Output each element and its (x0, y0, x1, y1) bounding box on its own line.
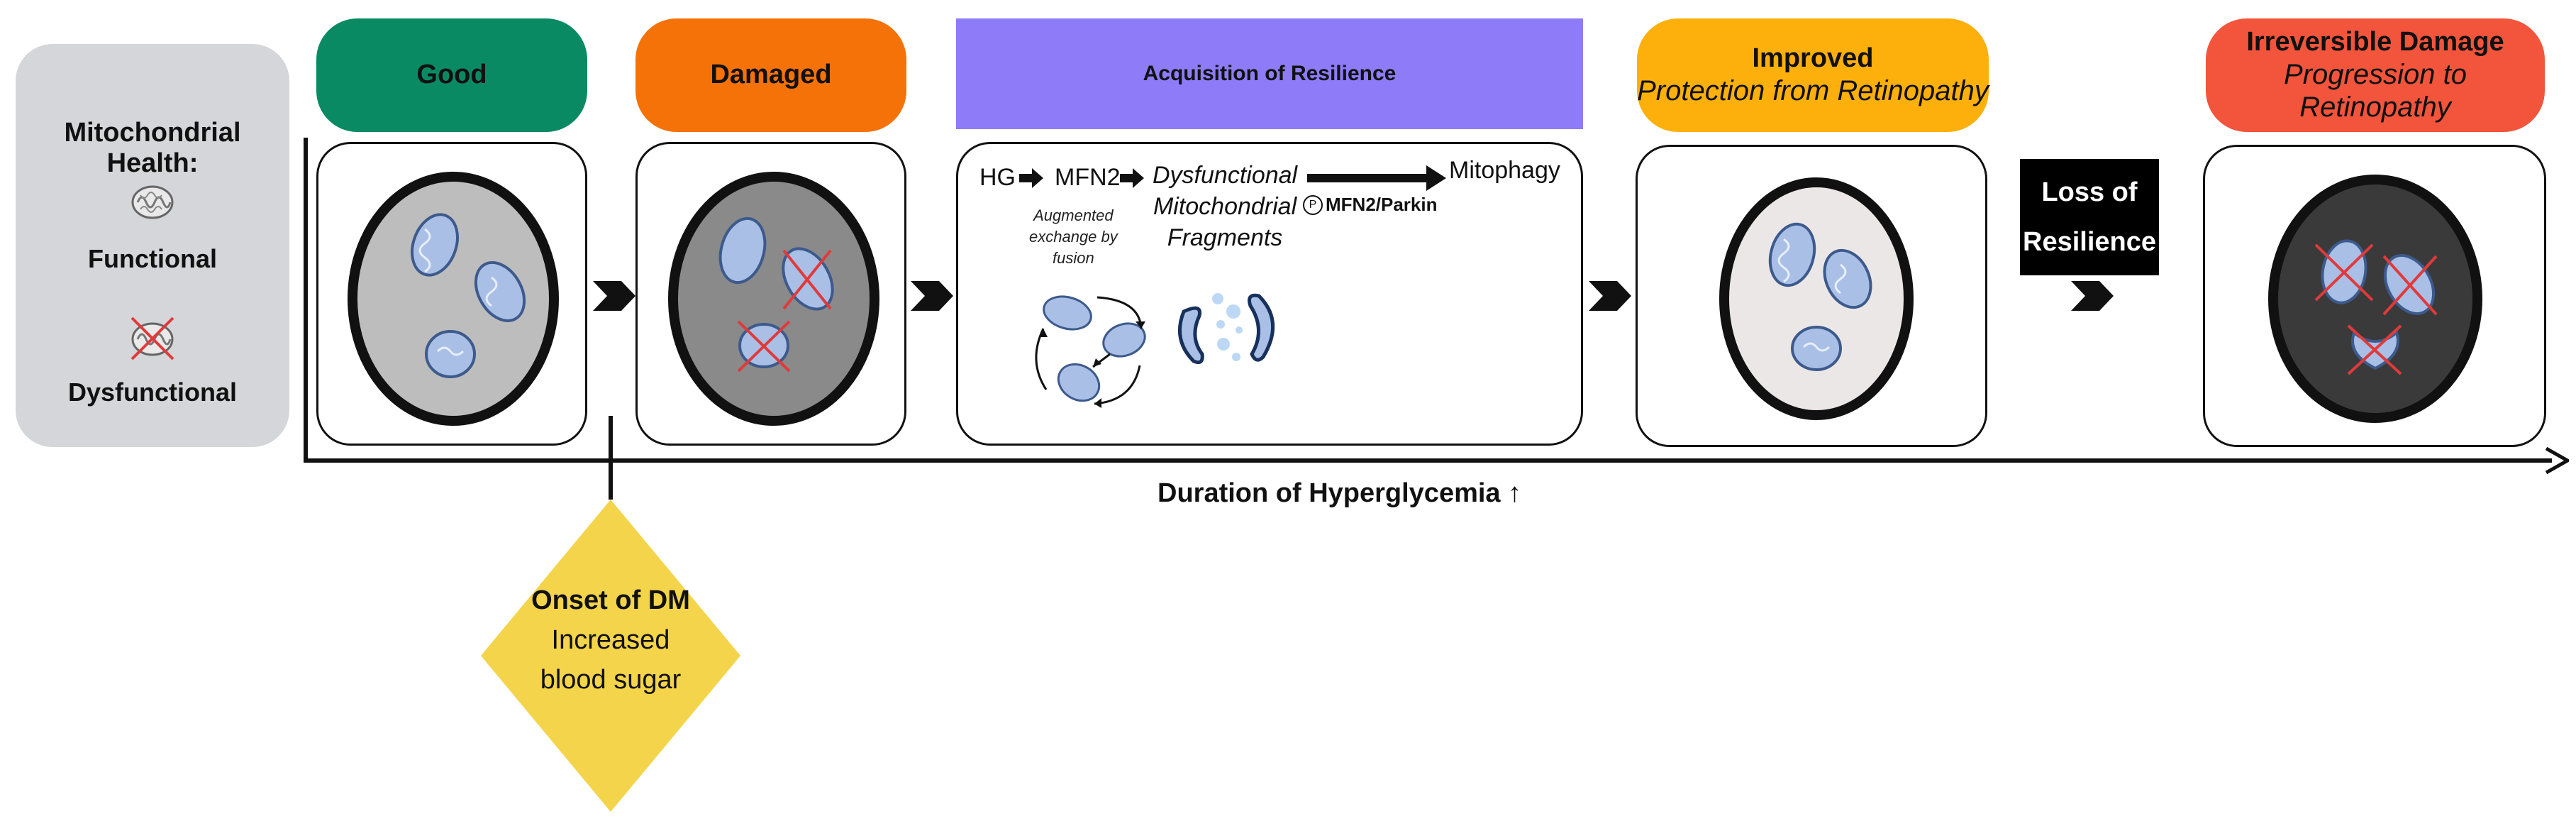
healthy-cell-illustration (348, 172, 559, 426)
pathway-label-group: P MFN2/Parkin (1303, 194, 1438, 216)
fusion-cycle-illustration (1026, 283, 1161, 411)
legend-functional-label: Functional (88, 244, 217, 273)
cell-card-damaged (635, 142, 906, 446)
stage-damaged-label: Damaged (710, 60, 832, 90)
stage-resilience-label: Acquisition of Resilience (1143, 61, 1397, 85)
legend-title: Mitochondrial Health: (64, 118, 241, 178)
axis-label: Duration of Hyperglycemia ↑ (1157, 478, 1522, 508)
onset-text-group: Onset of DM Increased blood sugar (481, 580, 740, 700)
dysfunctional-fragments-label: Dysfunctional Mitochondrial Fragments (1153, 160, 1297, 253)
augmented-exchange-note: Augmented exchange by fusion (1029, 205, 1118, 269)
stage-improved-pill: Improved Protection from Retinopathy (1637, 18, 1989, 132)
arrow-right-icon (1120, 168, 1144, 188)
legend-panel: Mitochondrial Health: Functional Dysfunc… (16, 44, 289, 447)
stage-good-label: Good (416, 60, 487, 90)
functional-mitochondrion-icon (131, 183, 174, 221)
chevron-right-icon (593, 281, 635, 311)
cell-card-good (316, 142, 587, 446)
stage-irreversible-pill: Irreversible Damage Progression to Retin… (2206, 18, 2545, 132)
pathway-label: MFN2/Parkin (1326, 194, 1438, 215)
loss-line-1: Loss of (2041, 177, 2138, 207)
stage-irreversible-sublabel: Progression to Retinopathy (2284, 58, 2467, 123)
onset-line-1: Increased (551, 625, 670, 655)
fragments-line-1: Dysfunctional (1153, 162, 1298, 189)
loss-of-resilience-label: Loss of Resilience (2020, 159, 2159, 275)
onset-title: Onset of DM (531, 585, 690, 615)
mfn2-label: MFN2 (1055, 164, 1121, 191)
mitochondrial-fragments-illustration (1168, 283, 1289, 375)
mitophagy-arrow-icon (1307, 165, 1446, 191)
dysfunctional-mitochondrion-icon (128, 314, 177, 363)
axis-arrowhead-icon (2545, 447, 2569, 474)
phospho-circle-icon: P (1303, 194, 1323, 215)
hg-label: HG (979, 164, 1016, 191)
stage-damaged-pill: Damaged (635, 18, 906, 132)
augmented-line-1: Augmented (1033, 206, 1114, 224)
chevron-right-icon (911, 281, 953, 311)
stage-improved-sublabel: Protection from Retinopathy (1637, 75, 1989, 106)
augmented-line-2: exchange by (1029, 228, 1118, 246)
stage-resilience-banner: Acquisition of Resilience (956, 18, 1583, 129)
fragments-line-3: Fragments (1167, 224, 1283, 251)
y-axis-line (304, 138, 308, 461)
improved-cell-illustration (1719, 177, 1914, 420)
irreversible-cell-illustration (2268, 175, 2482, 423)
onset-marker-line (609, 416, 613, 500)
stage-improved-label: Improved (1752, 43, 1874, 74)
loss-line-2: Resilience (2023, 227, 2156, 257)
legend-dysfunctional-label: Dysfunctional (67, 378, 238, 407)
mitophagy-label: Mitophagy (1449, 157, 1560, 184)
augmented-line-3: fusion (1053, 249, 1094, 267)
resilience-panel: HG MFN2 Dysfunctional Mitochondrial Frag… (956, 142, 1583, 446)
chevron-right-icon (1589, 281, 1631, 311)
cell-card-improved (1636, 145, 1987, 447)
stage-irreversible-label: Irreversible Damage (2246, 27, 2504, 57)
arrow-right-icon (1019, 168, 1043, 188)
onset-diamond (481, 500, 740, 812)
fragments-line-2: Mitochondrial (1153, 193, 1297, 220)
stage-good-pill: Good (316, 18, 587, 132)
cell-card-irreversible (2203, 145, 2546, 447)
onset-line-2: blood sugar (540, 665, 682, 695)
chevron-right-icon (2071, 281, 2114, 311)
damaged-cell-illustration (668, 172, 879, 426)
time-axis-line (304, 458, 2552, 463)
